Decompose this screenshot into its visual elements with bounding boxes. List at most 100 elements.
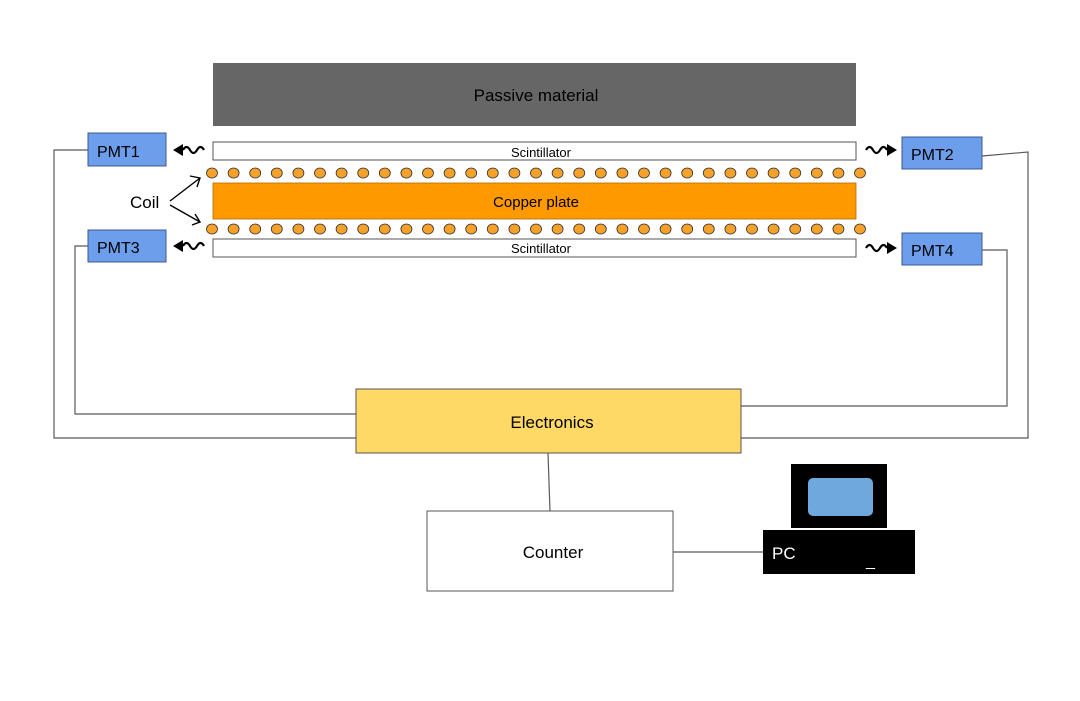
coil-dot [206,167,218,179]
coil-dot [206,223,218,235]
coil-dot [746,223,758,235]
coil-dot [465,167,478,179]
coil-dot [314,223,326,235]
coil-dot [746,167,758,179]
coil-dot [314,167,326,179]
electronics-label: Electronics [510,413,593,432]
wire-electronics-counter [547,452,551,512]
pc-icon: PC _ [763,464,915,574]
coil-dot [422,167,434,179]
passive-material: Passive material [213,63,856,126]
pc-base [763,530,915,574]
coil-dot [292,167,305,179]
coil-dot [681,167,694,179]
counter-box: Counter [426,510,674,592]
pc-cursor: _ [865,553,876,570]
coil-dot [378,167,391,179]
coil-dot [422,223,434,235]
coil-dot [724,167,737,179]
coil-dot [292,223,305,235]
wire-pmt4 [741,249,1008,407]
coil-dot [400,167,413,179]
coil-dot [508,167,521,179]
coil-dot [530,167,542,179]
wires [53,149,1029,553]
scintillator-bottom-bar [212,238,857,258]
wire-pmt3 [74,245,356,415]
photon-arrow-right-top-icon [865,144,897,156]
coil-dot [616,223,629,235]
coil-dot [270,223,283,235]
coil-dot [573,223,586,235]
coil-dot [443,223,456,235]
photon-arrow-left-top-icon [173,144,205,156]
coil-dot [702,223,715,235]
passive-material-label: Passive material [474,86,599,105]
coil-dot [594,223,607,235]
wire-pmt1 [53,149,356,439]
pc-screen [808,478,873,516]
coil-dot [638,223,650,235]
coil-dot [810,223,823,235]
pmt2-label: PMT2 [911,147,954,164]
coil-top-row [206,167,866,179]
coil-dot [616,167,629,179]
coil-dot [486,223,499,235]
coil-dot [573,167,586,179]
coil-dot [789,167,802,179]
pmt3-label: PMT3 [97,240,140,257]
copper-plate: Copper plate [212,182,857,220]
scintillator-top-bar [212,141,857,161]
coil-dot [638,167,650,179]
pmt1-label: PMT1 [97,144,140,161]
coil-dot [530,223,542,235]
coil-dot [486,167,499,179]
coil-dot [724,223,737,235]
coil-dot [249,223,262,235]
scintillator-top: Scintillator [212,141,857,161]
coil-dot [832,167,845,179]
coil-arrow-down-icon [169,204,202,226]
coil-dot [854,167,866,179]
coil-dot [659,223,672,235]
coil-dot [551,223,564,235]
coil-dot [400,223,413,235]
electronics-box: Electronics [355,388,742,454]
coil-annotation: Coil [130,175,202,226]
copper-plate-block [212,182,857,220]
pmt3-box: PMT3 [87,229,167,263]
coil-dot [789,223,802,235]
coil-dot [594,167,607,179]
passive-material-block [213,63,856,126]
counter-label: Counter [523,543,584,562]
pmt1-box: PMT1 [87,132,167,167]
coil-dot [465,223,478,235]
coil-dot [854,223,866,235]
coil-dot [227,223,240,235]
photon-arrow-right-bottom-icon [865,242,897,254]
coil-dot [335,223,348,235]
coil-dot [357,167,370,179]
pmt4-box: PMT4 [901,232,983,266]
coil-dot [249,167,262,179]
coil-dot [832,223,845,235]
coil-dot [443,167,456,179]
copper-plate-label: Copper plate [493,194,579,211]
scintillator-bottom-label: Scintillator [511,241,572,256]
coil-dot [551,167,564,179]
coil-dot [227,167,240,179]
coil-dot [357,223,370,235]
coil-dot [767,167,780,179]
coil-dot [335,167,348,179]
pc-label: PC [772,544,796,563]
coil-bottom-row [206,223,866,235]
coil-dot [681,223,694,235]
pmt2-box: PMT2 [901,136,983,170]
photon-arrow-left-bottom-icon [173,240,205,252]
coil-dot [378,223,391,235]
coil-dot [659,167,672,179]
coil-dot [810,167,823,179]
scintillator-top-label: Scintillator [511,145,572,160]
coil-label: Coil [130,193,159,212]
